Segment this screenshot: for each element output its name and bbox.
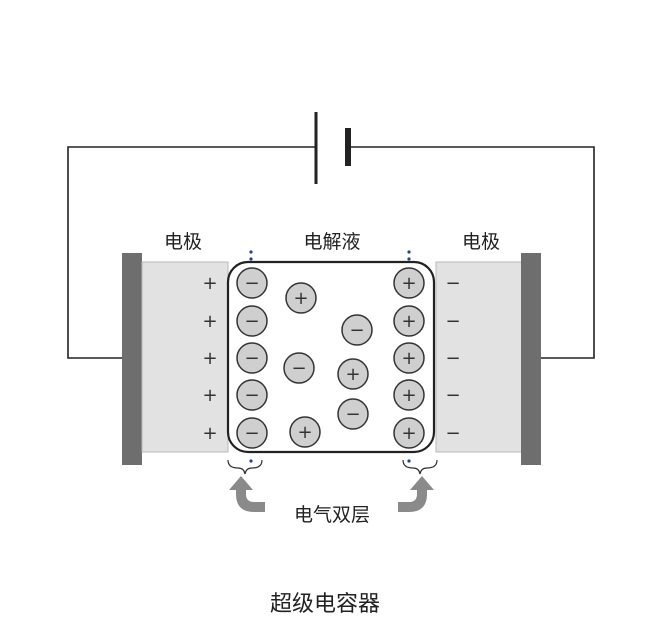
double-layer-arrows — [229, 476, 434, 512]
ion-circle — [236, 379, 268, 411]
anion-ion: − — [337, 398, 369, 430]
diagram-title: 超级电容器 — [270, 592, 380, 617]
electrode-charge-plus: + — [202, 348, 217, 369]
anion-ion: − — [236, 417, 268, 449]
left-electrode-body — [141, 261, 229, 453]
ion-sign: − — [345, 404, 360, 425]
ion-sign: − — [244, 423, 259, 444]
anion-ion: − — [236, 379, 268, 411]
ion-circle — [285, 282, 317, 314]
right-current-collector — [521, 253, 541, 465]
anion-ion: − — [283, 352, 315, 384]
cation-ion: + — [393, 305, 425, 337]
dot — [249, 250, 253, 254]
arrow-right — [398, 476, 434, 512]
label-double-layer: 电气双层 — [294, 504, 370, 526]
ion-circle — [236, 267, 268, 299]
electrode-charge-plus: + — [202, 273, 217, 294]
interface-dots — [249, 250, 411, 463]
cation-ion: + — [337, 358, 369, 390]
cation-ion: + — [289, 416, 321, 448]
dot — [407, 459, 411, 463]
ion-sign: − — [349, 320, 364, 341]
ion-sign: − — [244, 311, 259, 332]
ion-sign: − — [244, 273, 259, 294]
battery-symbol — [314, 112, 351, 184]
ion-sign: + — [401, 311, 416, 332]
ion-circle — [236, 305, 268, 337]
dot — [407, 257, 411, 261]
electrode-charge-minus: − — [445, 385, 460, 406]
label-electrolyte: 电解液 — [303, 231, 360, 253]
circuit-wires — [67, 146, 595, 359]
cation-ion: + — [393, 267, 425, 299]
ion-circle — [393, 305, 425, 337]
arrow-left — [229, 476, 265, 512]
electrode-charge-plus: + — [202, 385, 217, 406]
dot — [249, 257, 253, 261]
anion-ion: − — [236, 267, 268, 299]
ion-circle — [236, 342, 268, 374]
ions: − − − − − + + + + + + − − + − + — [236, 267, 425, 449]
electrode-charge-minus: − — [445, 311, 460, 332]
ion-sign: − — [244, 348, 259, 369]
anion-ion: − — [236, 305, 268, 337]
ion-sign: + — [401, 348, 416, 369]
ion-circle — [393, 342, 425, 374]
electrode-charge-plus: + — [202, 423, 217, 444]
ion-circle — [337, 358, 369, 390]
ion-circle — [393, 267, 425, 299]
left-electrode — [122, 253, 229, 465]
dot — [249, 459, 253, 463]
left-current-collector — [122, 253, 142, 465]
anion-ion: − — [236, 342, 268, 374]
label-electrode-left: 电极 — [164, 231, 202, 253]
ion-circle — [393, 379, 425, 411]
cation-ion: + — [393, 379, 425, 411]
ion-circle — [289, 416, 321, 448]
ion-sign: − — [244, 385, 259, 406]
ion-circle — [236, 417, 268, 449]
label-electrode-right: 电极 — [462, 231, 500, 253]
ion-sign: + — [293, 288, 308, 309]
ion-sign: + — [401, 423, 416, 444]
ion-circle — [283, 352, 315, 384]
ion-sign: − — [291, 358, 306, 379]
right-electrode — [435, 253, 541, 465]
ion-circle — [393, 417, 425, 449]
cation-ion: + — [285, 282, 317, 314]
electrode-charge-plus: + — [202, 311, 217, 332]
dot — [407, 250, 411, 254]
right-electrode-body — [435, 261, 523, 453]
ion-circle — [337, 398, 369, 430]
ion-sign: + — [297, 422, 312, 443]
cation-ion: + — [393, 417, 425, 449]
wire-left — [67, 146, 316, 359]
double-layer-braces — [227, 459, 438, 475]
ion-sign: + — [345, 364, 360, 385]
electrode-charges: + + + + + − − − − − — [202, 273, 460, 444]
electrolyte-container — [226, 260, 436, 454]
cation-ion: + — [393, 342, 425, 374]
electrode-charge-minus: − — [445, 423, 460, 444]
electrode-charge-minus: − — [445, 273, 460, 294]
brace-left — [227, 459, 263, 475]
wire-right — [348, 146, 595, 359]
anion-ion: − — [341, 314, 373, 346]
ion-sign: + — [401, 273, 416, 294]
ion-circle — [341, 314, 373, 346]
electrode-charge-minus: − — [445, 348, 460, 369]
brace-right — [402, 459, 438, 475]
ion-sign: + — [401, 385, 416, 406]
